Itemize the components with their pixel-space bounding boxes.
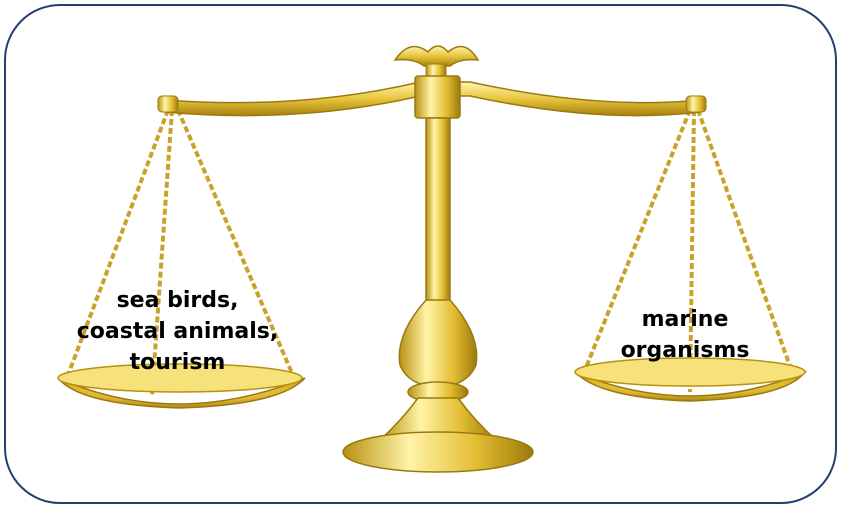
left-pan-label-line: sea birds, xyxy=(40,285,315,316)
right-pan-label: marine organisms xyxy=(585,304,785,366)
beam-end-right xyxy=(686,96,706,112)
beam-end-left xyxy=(158,96,178,112)
base xyxy=(343,432,533,472)
eagle-finial xyxy=(395,46,478,78)
column-collar xyxy=(415,76,460,118)
right-pan-label-line: marine xyxy=(585,304,785,335)
right-pan-label-line: organisms xyxy=(585,335,785,366)
column-vase xyxy=(399,300,476,388)
column-shaft xyxy=(426,118,450,303)
left-pan-label-line: coastal animals, xyxy=(40,316,315,347)
left-pan-label: sea birds, coastal animals, tourism xyxy=(40,285,315,378)
left-pan-label-line: tourism xyxy=(40,347,315,378)
